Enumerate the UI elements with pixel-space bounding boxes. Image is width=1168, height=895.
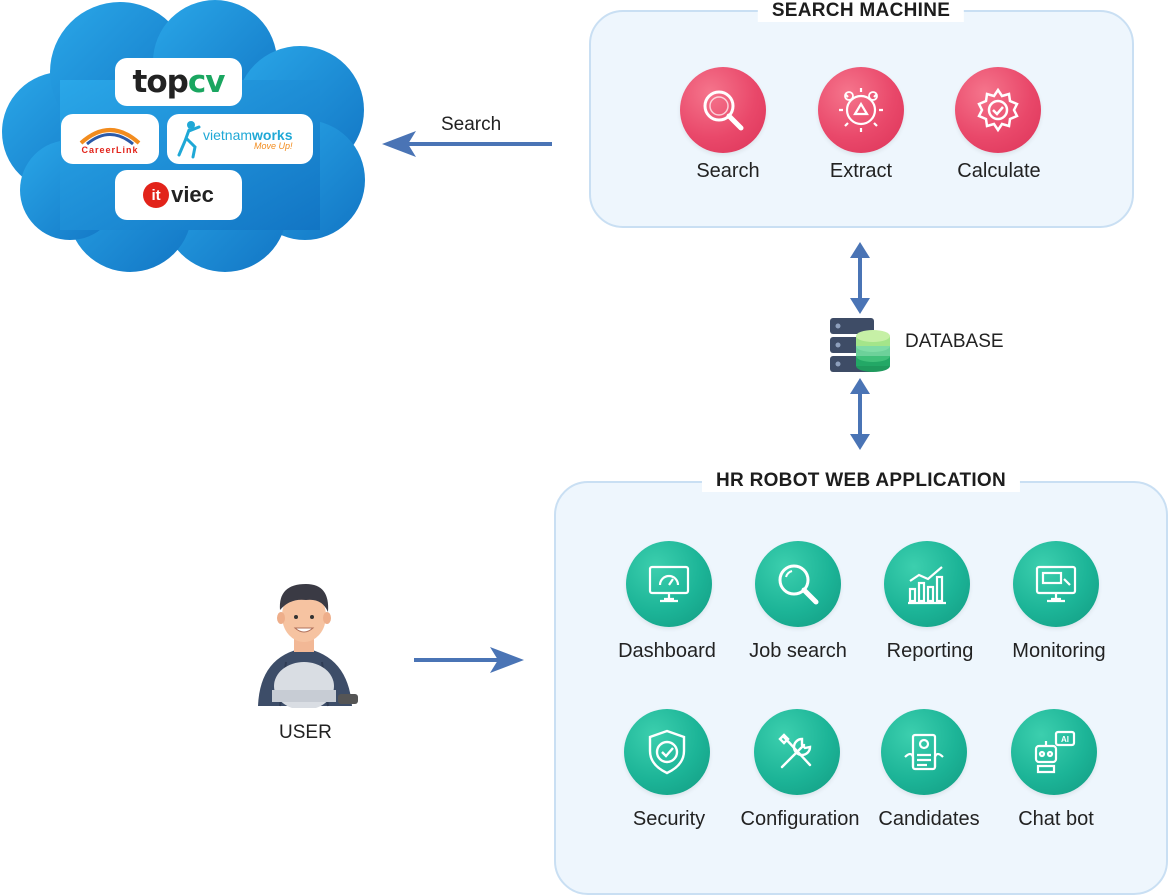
job-search-item[interactable]	[755, 541, 841, 627]
vietnamworks-logo: vietnamworks Move Up!	[167, 114, 313, 164]
gear-check-icon	[977, 87, 1019, 133]
candidates-item[interactable]	[881, 709, 967, 795]
extract-item[interactable]	[818, 67, 904, 153]
search-item[interactable]	[680, 67, 766, 153]
monitoring-item-label: Monitoring	[1012, 640, 1106, 662]
upper-double-arrow	[850, 242, 870, 314]
security-item[interactable]	[624, 709, 710, 795]
hr-app-panel	[554, 481, 1168, 895]
configuration-item[interactable]	[754, 709, 840, 795]
careerlink-logo-text: CareerLink	[81, 145, 139, 155]
dashboard-item[interactable]	[626, 541, 712, 627]
calculate-item[interactable]	[955, 67, 1041, 153]
robot-ai-icon: AI	[1034, 730, 1076, 774]
dashboard-item-label: Dashboard	[618, 640, 716, 662]
gear-recycle-icon	[839, 88, 883, 132]
candidates-item-label: Candidates	[878, 808, 980, 830]
search-item-label: Search	[696, 160, 760, 182]
configuration-item-label: Configuration	[740, 808, 860, 830]
shield-check-icon	[648, 729, 686, 775]
user-to-app-arrow	[414, 647, 524, 673]
chat-bot-item-label: Chat bot	[1018, 808, 1094, 830]
careerlink-logo: CareerLink	[61, 114, 159, 164]
itviec-logo-text: viec	[171, 182, 214, 207]
database-label: DATABASE	[905, 331, 1004, 352]
database-icon	[830, 318, 890, 372]
hr-app-title: HR ROBOT WEB APPLICATION	[701, 470, 1021, 492]
itviec-mark: it	[143, 182, 170, 208]
vietnamworks-tagline: Move Up!	[253, 140, 293, 151]
reporting-item[interactable]	[884, 541, 970, 627]
topcv-logo: topcv	[115, 58, 242, 106]
dashboard-monitor-icon	[648, 565, 690, 603]
reporting-item-label: Reporting	[886, 640, 974, 662]
chat-bot-item[interactable]: AI	[1011, 709, 1097, 795]
monitoring-item[interactable]	[1013, 541, 1099, 627]
vietnamworks-text-a: vietnam	[203, 126, 253, 143]
resume-icon	[904, 733, 944, 771]
bar-chart-icon	[908, 566, 946, 605]
user-icon	[258, 584, 358, 708]
topcv-logo-text-b: cv	[187, 64, 226, 100]
security-item-label: Security	[632, 808, 706, 830]
magnifier-icon	[778, 564, 819, 605]
user-label: USER	[279, 722, 332, 743]
search-arrow-label: Search	[441, 114, 502, 135]
job-search-item-label: Job search	[749, 640, 847, 662]
tools-icon	[778, 733, 812, 769]
extract-item-label: Extract	[829, 160, 893, 182]
calculate-item-label: Calculate	[957, 160, 1041, 182]
careerlink-arc-icon	[79, 128, 141, 145]
vietnamworks-text-b: works	[252, 126, 293, 143]
lower-double-arrow	[850, 378, 870, 450]
magnifier-icon	[703, 90, 744, 131]
search-arrow	[382, 131, 552, 157]
search-machine-title: SEARCH MACHINE	[757, 0, 965, 22]
topcv-logo-text-a: top	[132, 64, 189, 100]
svg-text:AI: AI	[1061, 735, 1069, 744]
itviec-logo: it viec	[115, 170, 242, 220]
monitor-icon	[1035, 565, 1077, 603]
vietnamworks-figure-icon	[177, 121, 201, 159]
